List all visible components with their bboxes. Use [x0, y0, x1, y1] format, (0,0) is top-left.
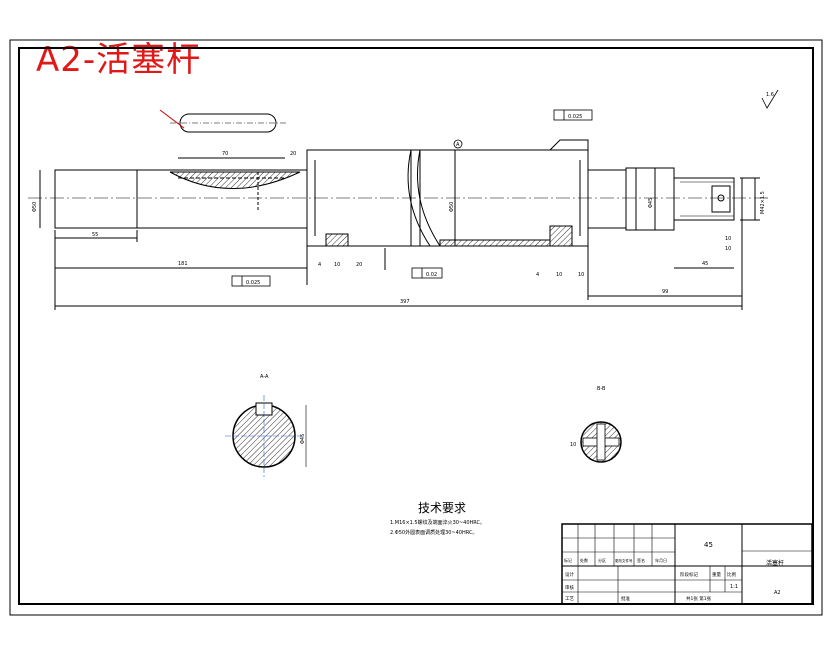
tolerance-frames [231, 109, 593, 287]
shaft-right-shoulder [625, 167, 637, 231]
surface-finish-value: 1.6 [766, 92, 774, 98]
scale-label: 比例 [727, 571, 736, 578]
bottom-strip [439, 239, 551, 247]
section-aa-dim-text: Φ45 [300, 434, 306, 444]
section-bb-label: B-B [597, 386, 606, 392]
dim-text-dia-right: Φ45 [648, 198, 654, 208]
shaft-right-1 [587, 169, 627, 229]
dim-text-small-1: 4 [318, 262, 321, 268]
dim-text-small-6: 4 [536, 272, 539, 278]
groove-right [549, 225, 573, 247]
dim-text-small-4: 10 [556, 272, 562, 278]
right-chamfer [549, 139, 589, 151]
check-label: 审核 [565, 584, 574, 591]
dim-text-thread: M42×1.5 [760, 191, 766, 214]
tech-req-item-1: 1.M16×1.5螺纹及端面淬火30~40HRC。 [390, 519, 485, 526]
dim-text-99: 99 [662, 289, 668, 295]
title-block [561, 523, 813, 605]
section-bb-dim-text: 10 [570, 442, 576, 448]
design-label: 设计 [565, 571, 574, 578]
scale-value: 1:1 [730, 584, 738, 590]
dim-text-small-2: 10 [334, 262, 340, 268]
groove-left [325, 233, 349, 247]
tech-req-item-2: 2.Φ50外圆表面调质处理30~40HRC。 [390, 529, 477, 536]
tolerance-frame-2 [553, 109, 593, 121]
weight-label: 重量 [712, 571, 721, 578]
dim-text-397: 397 [400, 299, 410, 305]
dim-text-small-8: 10 [725, 246, 731, 252]
stage-label: 阶段标记 [680, 571, 698, 578]
section-bb-hole-v [596, 423, 606, 461]
leader-red [159, 109, 185, 129]
dim-text-20: 20 [290, 151, 296, 157]
row-label-count: 处数 [580, 557, 588, 563]
dim-text-45: 45 [702, 261, 708, 267]
tolerance-value-3: 0.02 [426, 272, 437, 278]
dim-text-small-3: 20 [356, 262, 362, 268]
thread-hole [711, 185, 731, 213]
datum-label: A [456, 142, 460, 148]
dim-text-dia-left: Φ50 [32, 202, 38, 212]
title-block-text: 45 活塞杆 A2 1:1 共1张 第1张 标记 处数 分区 更改文件号 签名 … [564, 541, 784, 602]
main-view [28, 109, 770, 310]
tolerance-frame-3 [411, 267, 443, 279]
section-aa-label: A-A [260, 374, 269, 380]
tech-req-heading: 技术要求 [418, 501, 466, 515]
sheet-info: 共1张 第1张 [686, 595, 712, 602]
row-label-date: 年月日 [655, 557, 667, 563]
part-name: 活塞杆 [766, 559, 784, 567]
drawing-title: A2-活塞杆 [36, 40, 202, 80]
thread-end [673, 177, 735, 221]
surface-finish-symbol [761, 89, 779, 109]
material-value: 45 [704, 541, 713, 549]
drawing-no: A2 [774, 590, 781, 596]
process-label: 工艺 [565, 596, 574, 602]
section-bb: B-B 10 [570, 386, 622, 463]
row-label-sign: 签名 [637, 557, 645, 563]
dim-text-dia-center: Φ50 [449, 202, 455, 212]
dim-text-small-7: 10 [725, 236, 731, 242]
shaft-left-end [54, 169, 138, 229]
tolerance-value-2: 0.025 [568, 114, 582, 120]
dimension-labels: 397 181 99 70 55 20 45 Φ50 Φ50 Φ45 M42×1… [32, 151, 766, 305]
row-label-zone: 分区 [598, 557, 606, 563]
row-label-mark: 标记 [564, 557, 572, 563]
approve-label: 批准 [621, 595, 630, 602]
thread-hole-circle [717, 194, 725, 202]
dim-text-small-5: 10 [578, 272, 584, 278]
dim-text-70: 70 [222, 151, 228, 157]
inner-border [18, 47, 814, 605]
outer-border [9, 39, 823, 616]
key-slot-view [179, 113, 277, 133]
title-block-frame [561, 523, 813, 605]
section-aa: A-A Φ45 [225, 374, 307, 477]
row-label-file: 更改文件号 [615, 558, 633, 563]
tolerance-value-1: 0.025 [246, 280, 260, 286]
partial-section [169, 171, 301, 189]
tolerance-frame-1 [231, 275, 271, 287]
dim-text-55: 55 [92, 232, 98, 238]
break-line-1 [407, 149, 431, 247]
datum-marker [453, 139, 463, 149]
dim-text-181: 181 [178, 261, 188, 267]
